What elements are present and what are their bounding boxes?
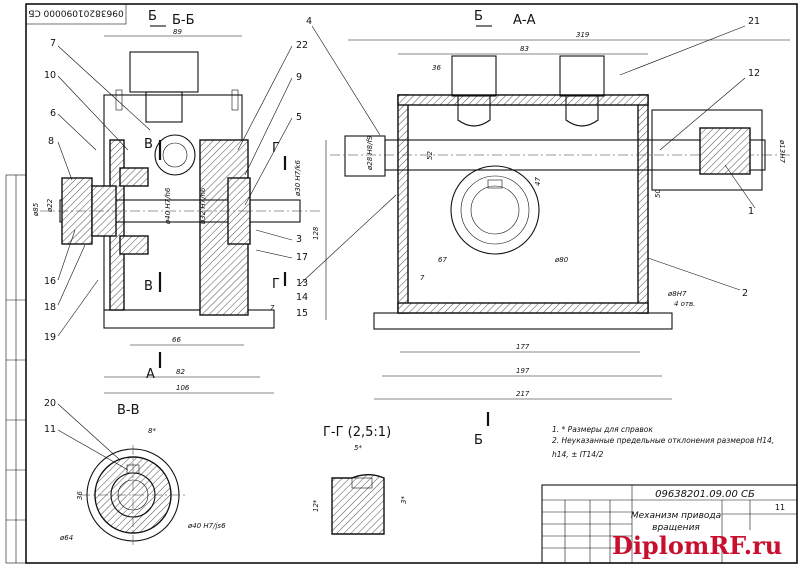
technical-notes: 1. * Размеры для справок 2. Неуказанные … [552, 425, 774, 459]
callout-leaders [57, 25, 756, 471]
dim-3star: 3* [400, 496, 408, 504]
dim-36: 36 [432, 64, 441, 72]
dim-52: 52 [426, 151, 434, 160]
callout-19: 19 [44, 332, 56, 343]
section-mark-v-top: В [144, 137, 153, 152]
note-1: 1. * Размеры для справок [552, 425, 653, 434]
callout-16: 16 [44, 276, 56, 287]
dim-8h7: ø8Н7 [667, 290, 687, 298]
section-mark-b-bottom: Б [474, 433, 483, 448]
dim-106: 106 [176, 384, 190, 392]
callout-22: 22 [296, 40, 308, 51]
callout-10: 10 [44, 70, 56, 81]
dim-66: 66 [172, 336, 181, 344]
callout-2: 2 [742, 288, 748, 299]
view-gg: Г-Г (2,5:1) 5* 12* 3* [312, 425, 408, 535]
dim-89: 89 [173, 28, 182, 36]
dim-fit-30: ø30 Н7/k6 [294, 159, 302, 197]
dim-50: 50 [654, 189, 662, 198]
callout-11: 11 [44, 424, 56, 435]
dim-4otv: 4 отв. [674, 300, 695, 308]
dim-22: ø22 [46, 198, 54, 213]
dim-13h7: ø13Н7 [778, 139, 786, 163]
dim-47: 47 [534, 177, 542, 186]
dim-67: 67 [438, 256, 447, 264]
dim-217: 217 [516, 390, 530, 398]
dim-8star: 8* [148, 427, 156, 435]
section-mark-b-top: Б [148, 9, 157, 24]
callout-3: 3 [296, 234, 302, 245]
callout-15: 15 [296, 308, 308, 319]
section-mark-b-right: Б [474, 9, 483, 24]
section-label-gg: Г-Г (2,5:1) [323, 425, 391, 440]
drawing-code-rotated: 09638201090000 СБ [28, 8, 123, 18]
dim-177: 177 [516, 343, 530, 351]
dim-64: ø64 [59, 534, 73, 542]
section-mark-g-top: Г [272, 141, 280, 156]
title-code: 09638201.09.00 СБ [655, 489, 755, 500]
dim-319: 319 [576, 31, 590, 39]
section-label-vv: В-В [117, 403, 140, 418]
view-bb: Б-Б Б 89 66 82 106 128 7 [32, 9, 327, 394]
dim-82: 82 [176, 368, 185, 376]
callout-18: 18 [44, 302, 56, 313]
dim-5star: 5* [354, 444, 362, 452]
callout-20: 20 [44, 398, 56, 409]
title-block [541, 484, 798, 564]
dim-7-right: 7 [420, 274, 425, 282]
note-3: h14, ± IT14/2 [552, 450, 604, 459]
callout-5: 5 [296, 112, 302, 123]
callout-4: 4 [306, 16, 312, 27]
sheet-frame [5, 3, 798, 564]
dim-85: ø85 [32, 202, 40, 217]
dim-7-left: 7 [270, 304, 275, 312]
section-mark-g-bottom: Г [272, 277, 280, 292]
view-aa: А-А Б 319 83 36 52 47 67 ø80 [330, 9, 790, 448]
section-mark-a-bottom: А [146, 367, 155, 382]
dim-fit-32: ø32 Н7/h6 [199, 187, 207, 225]
dim-40js6: ø40 Н7/js6 [187, 522, 226, 530]
dim-36-vv: 36 [76, 491, 84, 500]
note-2: 2. Неуказанные предельные отклонения раз… [552, 436, 774, 445]
dim-83: 83 [520, 45, 529, 53]
callout-21: 21 [748, 16, 760, 27]
callout-6: 6 [50, 108, 56, 119]
callout-9: 9 [296, 72, 302, 83]
callout-1: 1 [748, 206, 754, 217]
watermark-logo: DiplomRF.ru [612, 531, 782, 560]
callout-14: 14 [296, 292, 308, 303]
dim-fit-40: ø40 Н7/h6 [164, 187, 172, 225]
section-mark-v-bottom: В [144, 279, 153, 294]
dim-128: 128 [312, 226, 320, 240]
callout-12: 12 [748, 68, 760, 79]
callout-17: 17 [296, 252, 308, 263]
callout-8: 8 [48, 136, 54, 147]
dim-80: ø80 [554, 256, 569, 264]
callout-numbers: 4 21 12 1 2 22 9 5 3 17 13 14 15 7 10 6 … [44, 16, 760, 435]
dim-12star: 12* [312, 499, 320, 512]
dim-197: 197 [516, 367, 530, 375]
callout-13: 13 [296, 278, 308, 289]
section-label-bb: Б-Б [172, 13, 195, 28]
view-vv: В-В 8* 36 ø64 ø40 Н7/js6 [59, 403, 226, 545]
section-label-aa: А-А [513, 13, 536, 28]
title-name-1: Механизм привода [631, 511, 721, 521]
callout-7: 7 [50, 38, 56, 49]
sheet-count: 11 [775, 503, 785, 512]
dim-28: ø28 H8/f9 [366, 135, 374, 171]
title-name-2: вращения [652, 523, 700, 533]
